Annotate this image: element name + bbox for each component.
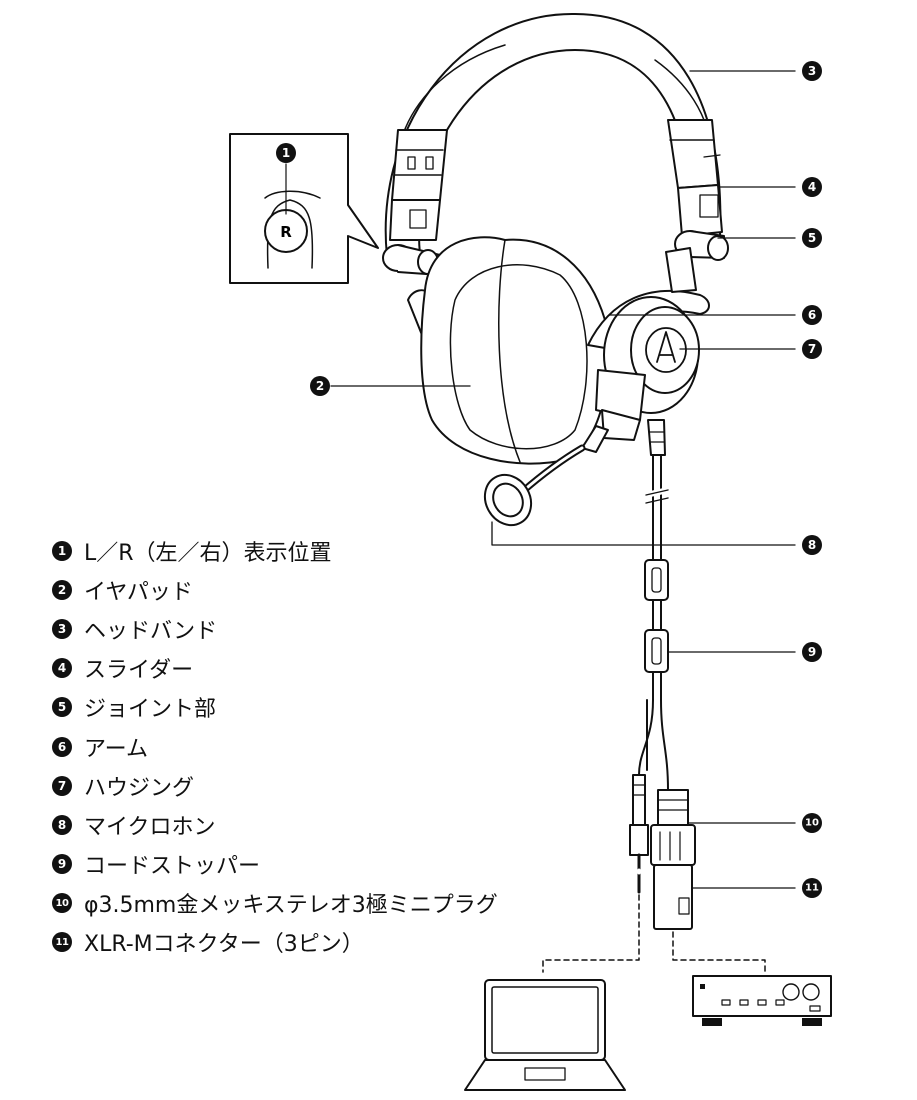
badge-2: 2	[310, 376, 330, 396]
badge-6: 6	[802, 305, 822, 325]
legend-number: 8	[52, 814, 72, 835]
legend-text: ジョイント部	[84, 697, 217, 723]
svg-text:5: 5	[808, 231, 816, 245]
svg-text:4: 4	[808, 180, 816, 194]
ear-pad	[420, 236, 609, 465]
mini-plug	[629, 774, 649, 894]
badge-3: 3	[802, 61, 822, 81]
legend-text: L／R（左／右）表示位置	[84, 540, 332, 566]
legend-item: 11 XLR-Mコネクター（3ピン）	[52, 923, 498, 962]
left-slider	[389, 129, 448, 241]
badge-5: 5	[802, 228, 822, 248]
legend-number: 2	[52, 579, 72, 600]
svg-text:11: 11	[805, 883, 819, 894]
badge-1: 1	[276, 143, 296, 163]
svg-text:3: 3	[808, 64, 816, 78]
legend-item: 1 L／R（左／右）表示位置	[52, 531, 498, 570]
left-joint	[382, 244, 441, 276]
legend-text: ヘッドバンド	[84, 618, 218, 644]
legend-text: マイクロホン	[84, 814, 216, 840]
badge-9: 9	[802, 642, 822, 662]
legend-number: 4	[52, 658, 72, 679]
laptop	[464, 979, 626, 1091]
legend-text: スライダー	[84, 658, 194, 684]
svg-text:9: 9	[808, 645, 816, 659]
legend-number: 3	[52, 618, 72, 639]
right-slider	[667, 119, 723, 237]
svg-text:1: 1	[282, 146, 290, 160]
legend-item: 4 スライダー	[52, 649, 498, 688]
badge-11: 11	[802, 878, 822, 898]
legend-number: 1	[52, 540, 72, 561]
microphone	[483, 425, 609, 527]
legend-item: 3 ヘッドバンド	[52, 609, 498, 648]
xlr-connector	[650, 789, 696, 930]
svg-text:8: 8	[808, 538, 816, 552]
svg-text:6: 6	[808, 308, 816, 322]
legend-number: 6	[52, 736, 72, 757]
legend-item: 10 φ3.5mm金メッキステレオ3極ミニプラグ	[52, 884, 498, 923]
parts-legend: 1 L／R（左／右）表示位置 2 イヤパッド 3 ヘッドバンド 4 スライダー …	[52, 531, 498, 962]
legend-item: 5 ジョイント部	[52, 688, 498, 727]
svg-text:7: 7	[808, 342, 816, 356]
legend-item: 9 コードストッパー	[52, 845, 498, 884]
legend-number: 11	[52, 932, 72, 953]
leader-lines	[330, 70, 796, 889]
legend-number: 9	[52, 854, 72, 875]
badge-4: 4	[802, 177, 822, 197]
inset-side-letter: R	[280, 223, 292, 241]
legend-number: 10	[52, 893, 72, 914]
badge-7: 7	[802, 339, 822, 359]
legend-item: 6 アーム	[52, 727, 498, 766]
legend-text: アーム	[84, 736, 149, 762]
legend-text: コードストッパー	[84, 854, 261, 880]
connection-lines	[542, 894, 766, 973]
cable	[638, 419, 671, 791]
svg-text:2: 2	[316, 379, 324, 393]
badge-10: 10	[802, 813, 822, 833]
legend-item: 7 ハウジング	[52, 766, 498, 805]
lr-indicator-inset	[229, 133, 379, 284]
housing	[595, 296, 700, 441]
legend-text: φ3.5mm金メッキステレオ3極ミニプラグ	[84, 893, 498, 919]
amplifier	[692, 975, 832, 1026]
svg-text:10: 10	[805, 818, 819, 829]
legend-number: 5	[52, 697, 72, 718]
legend-item: 2 イヤパッド	[52, 570, 498, 609]
legend-text: イヤパッド	[84, 579, 193, 605]
legend-text: XLR-Mコネクター（3ピン）	[84, 932, 364, 958]
badge-8: 8	[802, 535, 822, 555]
legend-item: 8 マイクロホン	[52, 805, 498, 844]
legend-text: ハウジング	[84, 775, 195, 801]
legend-number: 7	[52, 775, 72, 796]
